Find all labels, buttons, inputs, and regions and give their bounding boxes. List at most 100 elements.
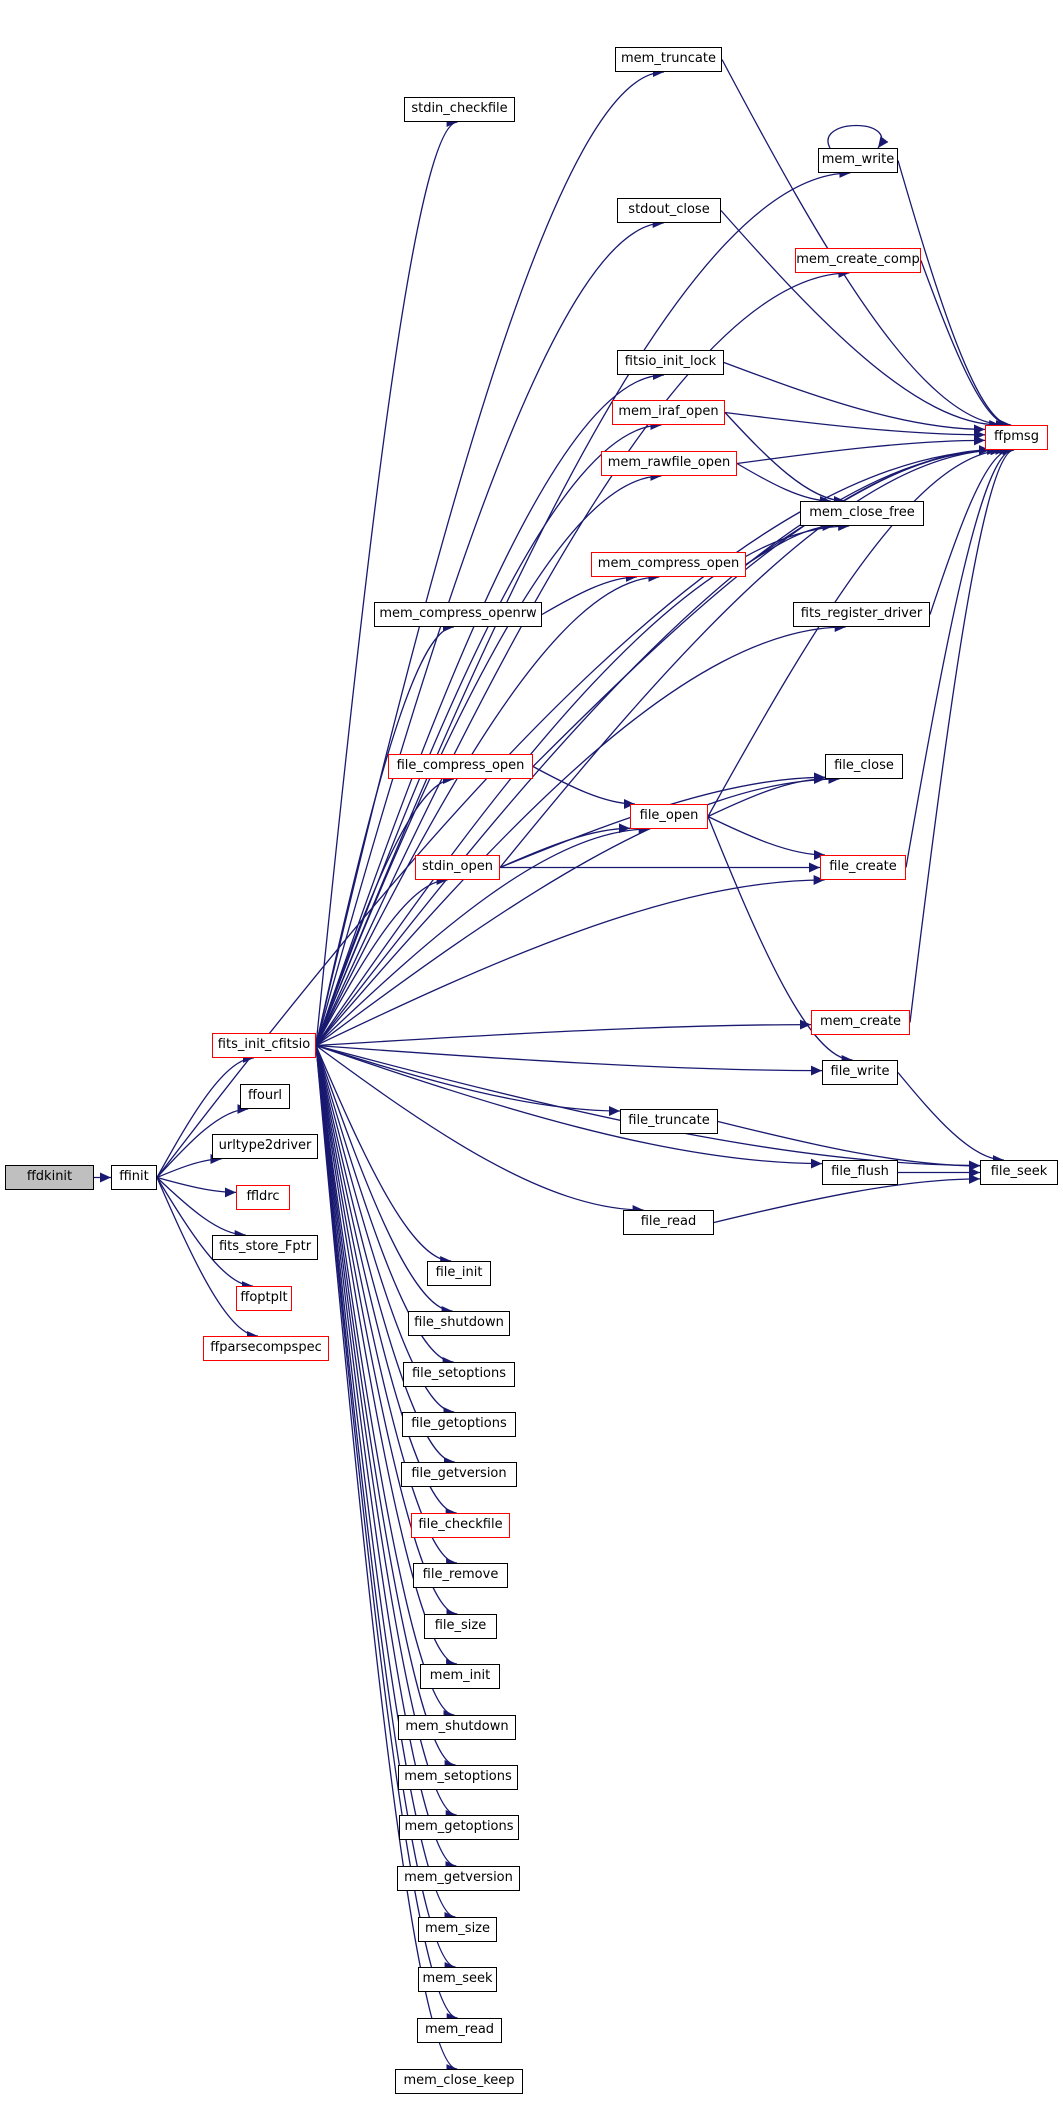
node-file-seek[interactable]: file_seek: [980, 1160, 1058, 1185]
edge-mem_iraf_open-to-mem_close_free: [724, 412, 846, 506]
edge-fits_init_cfitsio-to-stdin_checkfile: [315, 117, 458, 1046]
edge-fits_init_cfitsio-to-mem_rawfile_open: [315, 471, 662, 1046]
edge-fits_init_cfitsio-to-file_getoptions: [315, 1045, 455, 1417]
node-stdin-open[interactable]: stdin_open: [415, 855, 500, 880]
node-file-open[interactable]: file_open: [630, 804, 708, 829]
node-mem-create[interactable]: mem_create: [811, 1010, 910, 1035]
node-file-truncate[interactable]: file_truncate: [620, 1109, 718, 1134]
edge-fits_init_cfitsio-to-mem_compress_open: [315, 572, 660, 1046]
edge-file_open-to-file_close: [707, 774, 826, 818]
node-file-setoptions[interactable]: file_setoptions: [403, 1362, 515, 1387]
node-fits-register-driver[interactable]: fits_register_driver: [793, 602, 930, 627]
edge-fits_init_cfitsio-to-file_shutdown: [315, 1045, 453, 1316]
node-mem-compress-open[interactable]: mem_compress_open: [591, 552, 746, 577]
node-ffldrc[interactable]: ffldrc: [236, 1185, 290, 1210]
edge-stdin_open-to-ffpmsg: [499, 445, 1002, 868]
node-ffpmsg[interactable]: ffpmsg: [985, 425, 1048, 450]
edge-stdout_close-to-ffpmsg: [720, 210, 1001, 430]
node-file-size[interactable]: file_size: [424, 1614, 497, 1639]
node-fits-store-fptr[interactable]: fits_store_Fptr: [212, 1235, 318, 1260]
edge-ffinit-to-ffourl: [156, 1104, 249, 1178]
edge-fits_init_cfitsio-to-mem_getversion: [315, 1045, 457, 1871]
node-mem-write[interactable]: mem_write: [818, 148, 898, 173]
node-mem-getversion[interactable]: mem_getversion: [397, 1866, 520, 1891]
edge-file_open-to-file_write: [707, 816, 853, 1065]
node-ffparsecompspec[interactable]: ffparsecompspec: [203, 1336, 329, 1361]
node-mem-compress-openrw[interactable]: mem_compress_openrw: [374, 602, 542, 627]
edge-fits_init_cfitsio-to-stdin_open: [315, 875, 448, 1046]
edge-fits_init_cfitsio-to-mem_size: [315, 1045, 456, 1922]
node-ffinit[interactable]: ffinit: [111, 1165, 157, 1190]
node-stdin-checkfile[interactable]: stdin_checkfile: [404, 97, 515, 122]
edge-fits_init_cfitsio-to-file_create: [315, 875, 825, 1047]
edge-fits_init_cfitsio-to-file_getversion: [315, 1045, 455, 1467]
edge-fits_init_cfitsio-to-file_truncate: [315, 1044, 621, 1116]
node-file-init[interactable]: file_init: [427, 1261, 491, 1286]
node-file-getoptions[interactable]: file_getoptions: [402, 1412, 516, 1437]
edge-fits_init_cfitsio-to-file_checkfile: [315, 1045, 457, 1518]
edge-ffinit-to-ffparsecompspec: [156, 1177, 259, 1341]
node-mem-read[interactable]: mem_read: [417, 2018, 502, 2043]
node-file-write[interactable]: file_write: [822, 1060, 898, 1085]
edge-mem_rawfile_open-to-mem_close_free: [736, 462, 831, 506]
edge-mem_truncate-to-ffpmsg: [721, 59, 1007, 430]
edge-ffinit-to-ffpmsg: [156, 445, 1003, 1178]
node-mem-setoptions[interactable]: mem_setoptions: [398, 1765, 518, 1790]
node-file-compress-open[interactable]: file_compress_open: [388, 754, 533, 779]
edge-file_open-to-ffpmsg: [707, 445, 1007, 817]
edge-fits_init_cfitsio-to-mem_close_free: [315, 521, 850, 1046]
node-fitsio-init-lock[interactable]: fitsio_init_lock: [617, 350, 724, 375]
edge-fits_init_cfitsio-to-file_init: [315, 1045, 452, 1266]
node-file-close[interactable]: file_close: [825, 754, 903, 779]
edge-fitsio_init_lock-to-ffpmsg: [723, 361, 986, 435]
node-mem-size[interactable]: mem_size: [418, 1917, 497, 1942]
node-file-create[interactable]: file_create: [820, 855, 906, 880]
edge-file_truncate-to-file_seek: [717, 1120, 981, 1171]
node-fits-init-cfitsio[interactable]: fits_init_cfitsio: [212, 1033, 316, 1058]
edge-ffinit-to-ffldrc: [156, 1176, 237, 1198]
edge-fits_init_cfitsio-to-mem_getoptions: [315, 1045, 457, 1820]
edge-fits_init_cfitsio-to-stdout_close: [315, 218, 664, 1046]
edge-file_compress_open-to-ffpmsg: [532, 445, 999, 767]
node-mem-iraf-open[interactable]: mem_iraf_open: [612, 400, 725, 425]
edge-file_read-to-file_seek: [713, 1173, 981, 1224]
node-mem-close-keep[interactable]: mem_close_keep: [395, 2069, 523, 2094]
node-file-getversion[interactable]: file_getversion: [401, 1462, 517, 1487]
node-mem-init[interactable]: mem_init: [420, 1664, 500, 1689]
edge-ffinit-to-fits_init_cfitsio: [156, 1053, 254, 1178]
node-ffourl[interactable]: ffourl: [240, 1084, 290, 1109]
node-mem-getoptions[interactable]: mem_getoptions: [399, 1815, 519, 1840]
edge-fits_init_cfitsio-to-fitsio_init_lock: [315, 370, 665, 1046]
node-file-shutdown[interactable]: file_shutdown: [408, 1311, 510, 1336]
node-file-remove[interactable]: file_remove: [413, 1563, 508, 1588]
node-ffdkinit: ffdkinit: [5, 1165, 94, 1190]
edge-file_compress_open-to-file_open: [532, 765, 636, 809]
edge-mem_compress_openrw-to-mem_compress_open: [541, 572, 637, 616]
node-mem-seek[interactable]: mem_seek: [418, 1967, 497, 1992]
node-mem-create-comp[interactable]: mem_create_comp: [795, 248, 921, 273]
edge-fits_init_cfitsio-to-file_read: [315, 1044, 644, 1215]
node-mem-close-free[interactable]: mem_close_free: [800, 501, 924, 526]
edge-file_create-to-ffpmsg: [905, 445, 1014, 868]
edge-fits_init_cfitsio-to-mem_shutdown: [315, 1045, 455, 1720]
edge-fits_init_cfitsio-to-file_remove: [315, 1045, 458, 1568]
node-mem-rawfile-open[interactable]: mem_rawfile_open: [601, 451, 737, 476]
edge-file_write-to-file_seek: [897, 1072, 1004, 1165]
node-stdout-close[interactable]: stdout_close: [617, 198, 721, 223]
node-file-read[interactable]: file_read: [623, 1210, 714, 1235]
edge-fits_init_cfitsio-to-mem_create_comp: [315, 268, 850, 1046]
edge-fits_init_cfitsio-to-file_write: [315, 1044, 823, 1076]
node-urltype2driver[interactable]: urltype2driver: [212, 1134, 318, 1159]
node-mem-shutdown[interactable]: mem_shutdown: [398, 1715, 516, 1740]
node-file-checkfile[interactable]: file_checkfile: [411, 1513, 510, 1538]
node-mem-truncate[interactable]: mem_truncate: [615, 47, 722, 72]
edge-fits_init_cfitsio-to-mem_setoptions: [315, 1045, 456, 1770]
edge-mem_write-to-mem_write: [827, 124, 889, 149]
node-ffoptplt[interactable]: ffoptplt: [236, 1286, 292, 1311]
edge-fits_init_cfitsio-to-file_setoptions: [315, 1045, 454, 1367]
edge-fits_init_cfitsio-to-file_compress_open: [315, 774, 455, 1046]
node-file-flush[interactable]: file_flush: [822, 1160, 898, 1185]
edge-fits_init_cfitsio-to-file_close: [315, 774, 840, 1047]
